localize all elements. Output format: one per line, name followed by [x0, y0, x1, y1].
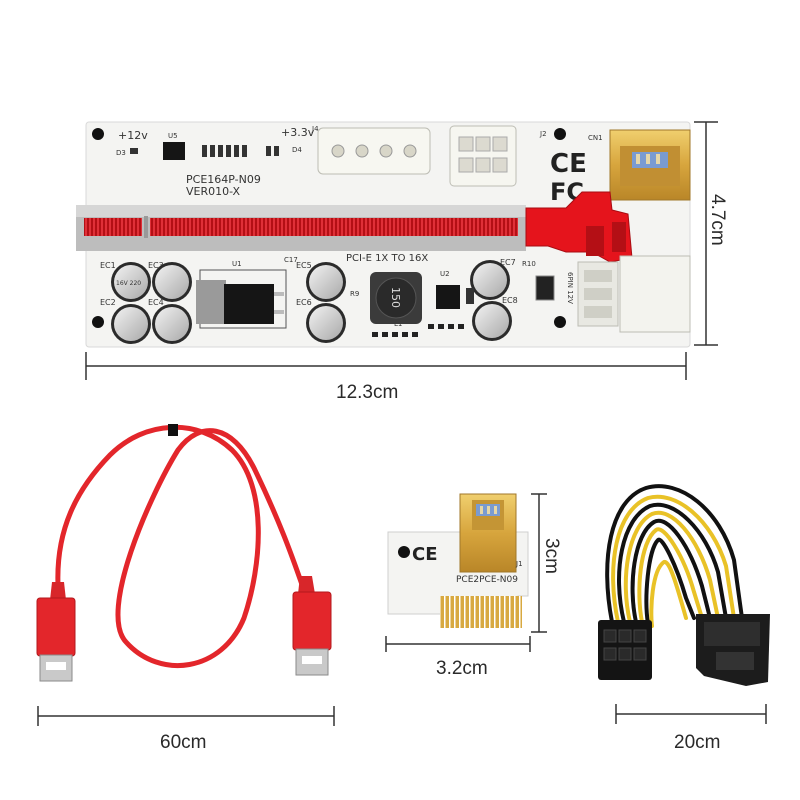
board-width-label: 12.3cm	[336, 382, 398, 403]
adapter-height-dimension	[531, 493, 547, 633]
board-height-dimension	[694, 121, 718, 346]
capacitor	[306, 303, 346, 343]
adapter-height-label: 3cm	[541, 538, 562, 574]
label-cn1: CN1	[588, 134, 603, 142]
label-ec3: EC3	[148, 261, 164, 270]
label-ec4: EC4	[148, 298, 164, 307]
mount-hole	[92, 316, 104, 328]
power-cable-length-label: 20cm	[674, 732, 720, 753]
inductor-label: 150	[389, 287, 402, 308]
capacitor	[470, 260, 510, 300]
capacitor	[306, 262, 346, 302]
usb-adapter-card: CE J1 PCE2PCE-N09	[387, 493, 529, 628]
capacitor	[152, 304, 192, 344]
cable-length-label: 60cm	[160, 732, 206, 753]
mount-hole	[92, 128, 104, 140]
board-version-label: VER010-X	[186, 185, 241, 198]
capacitors	[111, 260, 512, 344]
molex-power-connector	[317, 127, 431, 175]
cable-length-dimension	[37, 706, 335, 726]
label-33v: +3.3v	[281, 126, 315, 139]
label-6pin: 6PIN 12V	[566, 272, 574, 304]
led-d3	[130, 148, 138, 154]
label-j2: J2	[539, 130, 547, 138]
power-cable-dimension	[615, 704, 767, 724]
cable-ferrite-mark	[168, 424, 178, 436]
label-j4: J4	[311, 125, 319, 133]
adapter-width-label: 3.2cm	[436, 658, 488, 679]
riser-board: +12v D3 U5 +3.3v D4 PCE164P-N09 VER010-X…	[76, 121, 691, 348]
usb-plug-right	[292, 576, 332, 676]
label-d4: D4	[292, 146, 302, 154]
adapter-gold-fingers	[440, 596, 522, 628]
smd-part	[466, 288, 474, 304]
label-ec8: EC8	[502, 296, 518, 305]
label-ec6: EC6	[296, 298, 312, 307]
resistor-array	[372, 324, 464, 337]
six-pin-connector	[449, 125, 517, 187]
power-cable	[598, 484, 770, 686]
label-c17: C17	[284, 256, 298, 264]
regulator-u1	[196, 269, 287, 329]
pcie-x16-slot	[76, 205, 526, 251]
adapter-j1-label: J1	[515, 560, 523, 568]
adapter-hole	[398, 546, 410, 558]
label-u2: U2	[440, 270, 450, 278]
capacitor-marking: 16V 220	[116, 280, 141, 287]
inductor: 150	[370, 272, 422, 324]
adapter-model-label: PCE2PCE-N09	[456, 575, 518, 585]
indicator-led	[535, 275, 555, 301]
label-u1: U1	[232, 260, 242, 268]
adapter-width-dimension	[385, 636, 531, 652]
smd-pads	[202, 145, 279, 157]
side-power-connector	[577, 255, 691, 333]
label-d3: D3	[116, 149, 126, 157]
board-width-dimension	[85, 352, 687, 380]
usb-cable	[36, 424, 332, 682]
label-ec7: EC7	[500, 258, 516, 267]
label-u5: U5	[168, 132, 178, 140]
power-wires	[605, 484, 744, 628]
slot-retention-clip	[525, 191, 633, 263]
label-r9: R9	[350, 290, 359, 298]
pcie-6pin-plug	[598, 620, 652, 680]
sata-power-plug	[696, 614, 770, 686]
capacitor	[111, 262, 151, 302]
capacitor	[152, 262, 192, 302]
label-r10: R10	[522, 260, 536, 268]
chip-u5	[163, 142, 185, 160]
capacitor	[472, 301, 512, 341]
usb-plug-left	[36, 582, 76, 682]
usb-port-adapter	[459, 493, 517, 573]
slot-label: PCI-E 1X TO 16X	[346, 253, 428, 264]
cable-wire	[55, 424, 309, 669]
ce-mark: CE	[550, 149, 587, 179]
board-model-label: PCE164P-N09	[186, 173, 261, 186]
label-ec1: EC1	[100, 261, 116, 270]
mount-hole	[554, 316, 566, 328]
chip-u2	[436, 285, 460, 309]
label-12v: +12v	[118, 129, 148, 142]
mount-hole	[554, 128, 566, 140]
usb-port-board	[609, 129, 691, 201]
label-ec2: EC2	[100, 298, 116, 307]
capacitor	[111, 304, 151, 344]
adapter-ce-mark: CE	[412, 544, 438, 565]
label-ec5: EC5	[296, 261, 312, 270]
board-height-label: 4.7cm	[707, 194, 728, 246]
